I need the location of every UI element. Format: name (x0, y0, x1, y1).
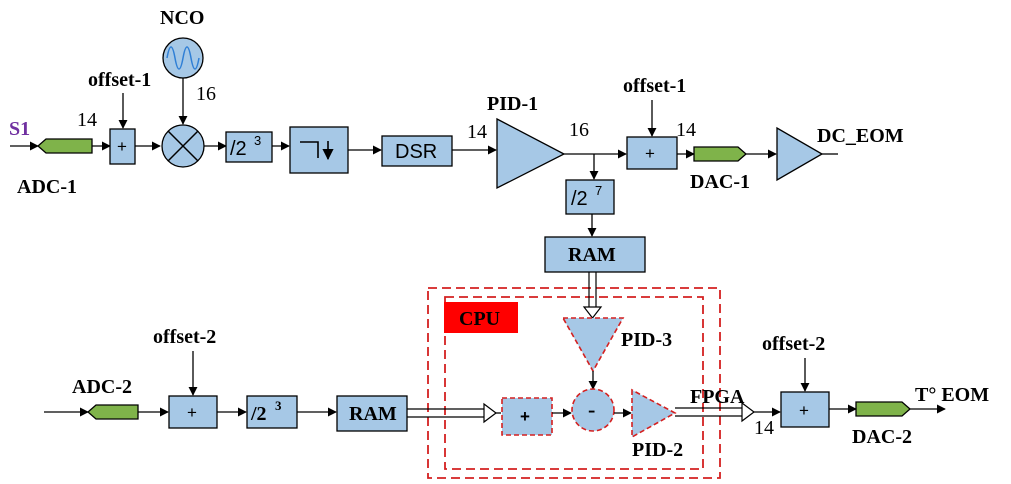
adc1-bits: 14 (77, 109, 97, 131)
decimator-step-icon (300, 141, 319, 158)
ram-bottom-block (336, 395, 408, 432)
adder-4-plus: + (799, 401, 809, 420)
cpu-badge (444, 302, 518, 333)
dac1-in-bits: 14 (676, 119, 696, 141)
adc1-label: ADC-1 (17, 176, 77, 198)
fpga-region-outer (427, 287, 721, 479)
decimator-block (289, 126, 349, 174)
cpu-adder-block (501, 397, 553, 436)
divider-bot-block (246, 395, 298, 429)
adc2-converter (87, 404, 139, 420)
pid2-label: PID-2 (632, 439, 683, 461)
fpga-out-arrowhead (741, 401, 755, 423)
dsr-out-bits: 14 (467, 121, 487, 143)
sine-wave-icon (166, 46, 200, 70)
divider-pid-base: /2 (571, 188, 588, 210)
divider-bot-base: /2 (250, 403, 267, 425)
adder-1-block (109, 128, 136, 165)
divider-pid-block (565, 179, 615, 215)
dsr-block (381, 135, 453, 167)
offset1-out-label: offset-1 (623, 75, 686, 97)
adc1-converter (37, 138, 93, 154)
dac2-converter (855, 401, 911, 417)
offset2-out-label: offset-2 (762, 333, 825, 355)
adc2-label: ADC-2 (72, 376, 132, 398)
dac1-converter (693, 146, 747, 162)
divider-top-exp: 3 (254, 133, 261, 148)
t-eom-label: T° EOM (915, 384, 989, 406)
pid3-block (561, 317, 625, 373)
s1-label: S1 (9, 118, 30, 140)
pid1-label: PID-1 (487, 93, 538, 115)
adder-2-plus: + (645, 144, 655, 163)
pid2-block (631, 388, 677, 439)
ram-to-cpu-arrowhead (483, 402, 497, 424)
adder-4-block (780, 391, 830, 428)
cpu-adder-plus: + (520, 407, 530, 426)
dac1-label: DAC-1 (690, 171, 750, 193)
ram-to-pid3-arrowhead (582, 306, 603, 319)
divider-pid-exp: 7 (595, 183, 602, 198)
ram-top-block (544, 236, 646, 273)
subtractor-block (571, 388, 615, 432)
pid3-label: PID-3 (621, 329, 672, 351)
mixer-cross-b (167, 130, 199, 162)
adder-3-plus: + (187, 403, 197, 422)
dc-eom-amp-block (776, 126, 824, 182)
divider-top-block (225, 131, 273, 163)
adder-3-block (168, 395, 218, 429)
fpga-out-bits: 14 (754, 417, 774, 439)
dsr-label: DSR (395, 141, 437, 163)
fpga-label: FPGA (690, 386, 745, 408)
offset1-in-label: offset-1 (88, 69, 151, 91)
nco-bits: 16 (196, 83, 216, 105)
ram-bottom-label: RAM (349, 403, 397, 425)
adder-1-plus: + (117, 137, 127, 156)
cpu-label: CPU (459, 308, 500, 330)
divider-top-base: /2 (230, 138, 247, 160)
pid1-block (496, 117, 566, 190)
offset2-in-label: offset-2 (153, 326, 216, 348)
divider-bot-exp: 3 (275, 398, 282, 413)
nco-label: NCO (160, 7, 204, 29)
dc-eom-label: DC_EOM (817, 125, 904, 147)
cpu-region-inner (444, 296, 704, 470)
ram-top-label: RAM (568, 244, 616, 266)
dac2-label: DAC-2 (852, 426, 912, 448)
adder-2-block (626, 136, 678, 170)
pid1-out-bits: 16 (569, 119, 589, 141)
subtractor-minus: - (588, 397, 595, 422)
